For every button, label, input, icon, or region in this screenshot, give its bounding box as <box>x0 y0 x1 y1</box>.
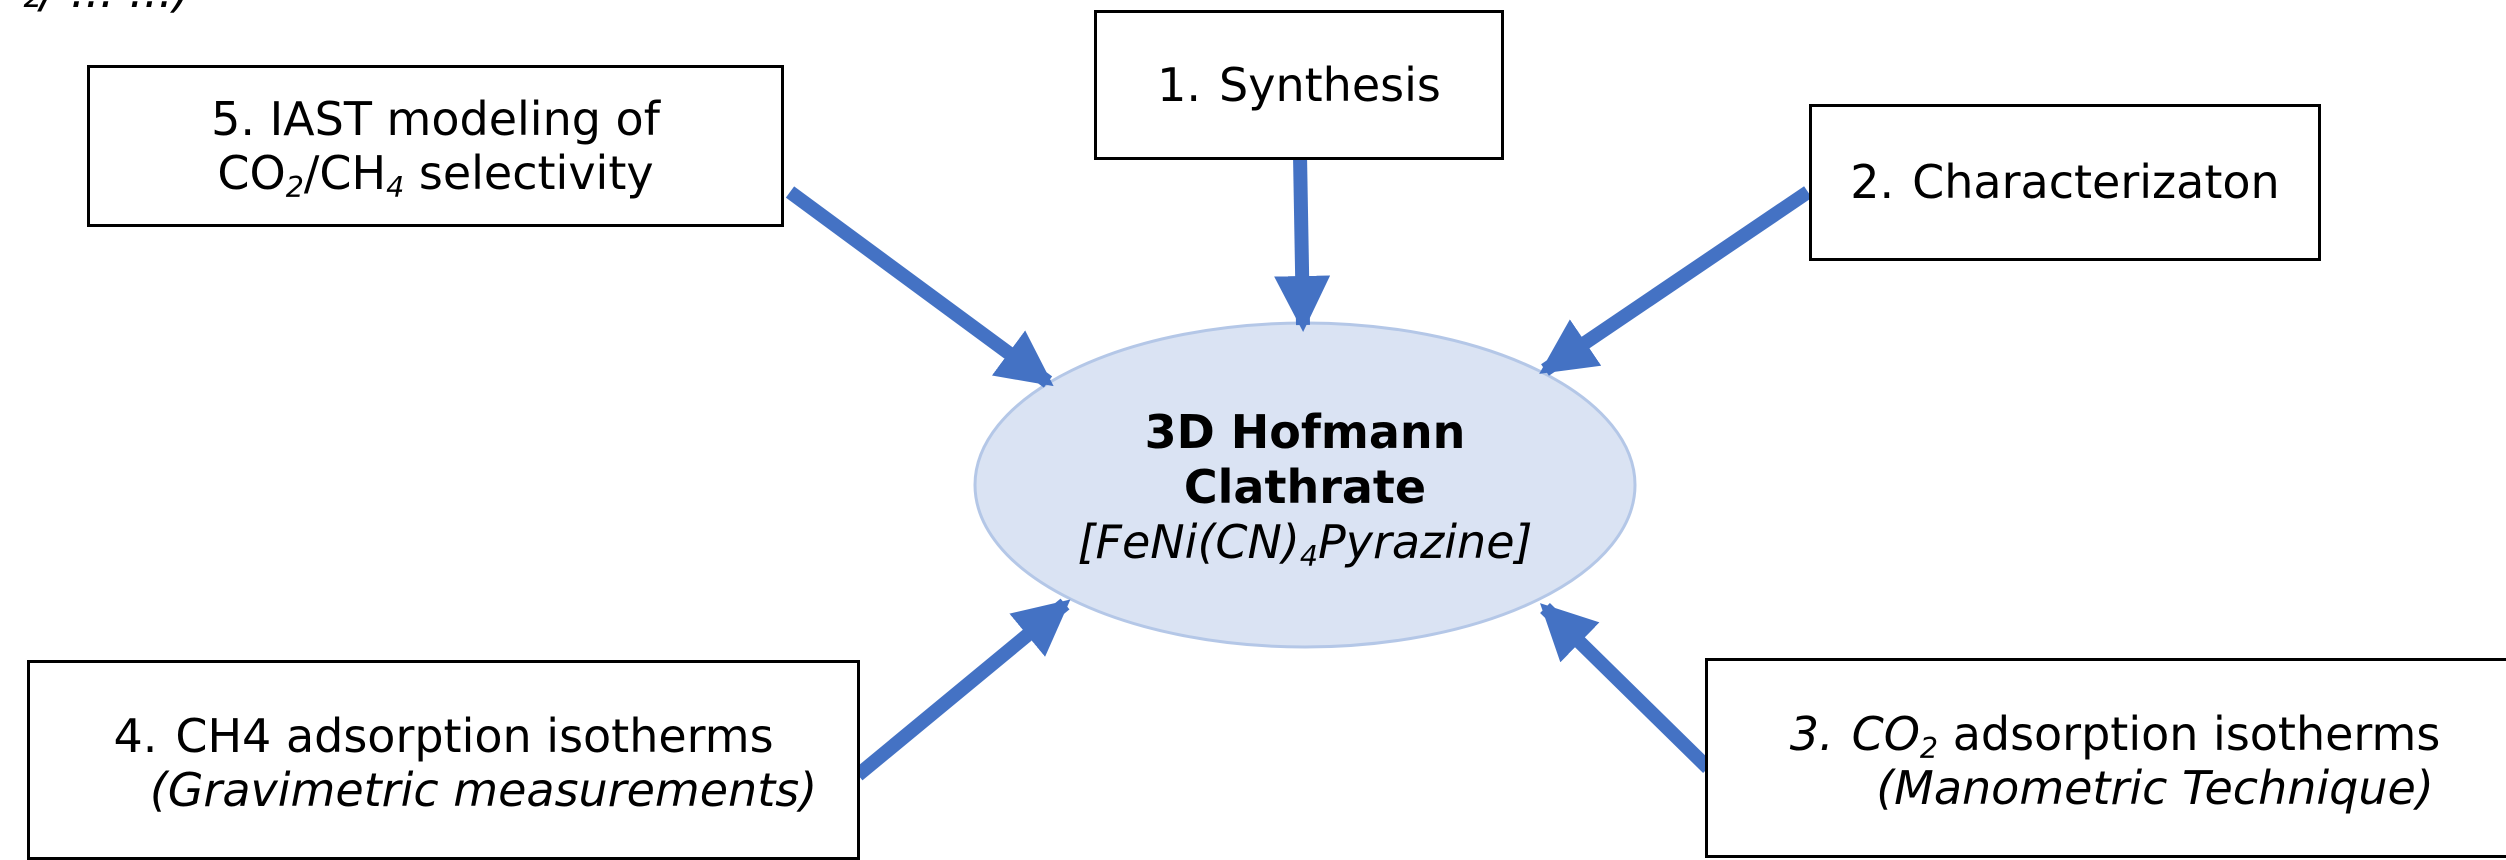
step-label: Characterizaton <box>1912 155 2280 210</box>
arrow-ch4 <box>853 598 1071 781</box>
formula-part: CO <box>217 146 286 200</box>
center-formula: [FeNi(CN)4Pyrazine] <box>985 515 1625 574</box>
formula-subscript: 4 <box>1299 540 1319 574</box>
center-title-line2: Clathrate <box>1183 460 1427 515</box>
formula-subscript: 2 <box>1919 731 1939 765</box>
cropped-top-text: ₂/ ... ...) <box>22 0 191 18</box>
iast-line1: 5. IAST modeling of <box>211 91 660 146</box>
formula-part: selectivity <box>418 146 654 200</box>
step-label: adsorption isotherms <box>1952 707 2441 761</box>
iast-box: 5. IAST modeling of CO2/CH4 selectivity <box>87 65 784 227</box>
step-number: 1. <box>1157 57 1202 112</box>
synthesis-box: 1. Synthesis <box>1094 10 1504 160</box>
center-label: 3D Hofmann Clathrate [FeNi(CN)4Pyrazine] <box>985 405 1625 571</box>
formula-subscript: 2 <box>285 170 304 204</box>
characterization-box: 2. Characterizaton <box>1809 104 2321 261</box>
formula-part: Pyrazine] <box>1318 515 1533 570</box>
arrow-characterization <box>1539 186 1812 376</box>
ch4-line1: 4. CH4 adsorption isotherms <box>113 709 773 763</box>
co2-line1: 3. CO2 adsorption isotherms <box>1789 707 2441 763</box>
diagram-canvas <box>785 154 1812 781</box>
ch4-box: 4. CH4 adsorption isotherms (Gravimetric … <box>27 660 860 860</box>
co2-method: (Manometric Technique) <box>1876 761 2434 816</box>
co2-box: 3. CO2 adsorption isotherms (Manometric T… <box>1705 658 2506 858</box>
formula-part: /CH <box>303 146 387 200</box>
arrow-iast <box>785 186 1054 388</box>
step-number: 2. <box>1850 155 1895 210</box>
arrow-synthesis <box>1274 154 1331 332</box>
synthesis-label: 1. Synthesis <box>1157 58 1441 112</box>
step-label: CH4 adsorption isotherms <box>175 709 774 763</box>
step-label: Synthesis <box>1219 57 1441 112</box>
center-title-line1: 3D Hofmann <box>1144 405 1466 459</box>
arrow-co2 <box>1540 603 1713 773</box>
formula-part: CO <box>1851 707 1920 761</box>
formula-part: [FeNi(CN) <box>1077 515 1300 570</box>
characterization-label: 2. Characterizaton <box>1850 155 2279 209</box>
step-number: 4. <box>113 709 158 763</box>
ch4-method: (Gravimetric measurements) <box>149 763 818 818</box>
formula-subscript: 4 <box>386 170 405 204</box>
iast-line2: CO2/CH4 selectivity <box>217 146 654 202</box>
step-number: 3. <box>1789 707 1834 761</box>
